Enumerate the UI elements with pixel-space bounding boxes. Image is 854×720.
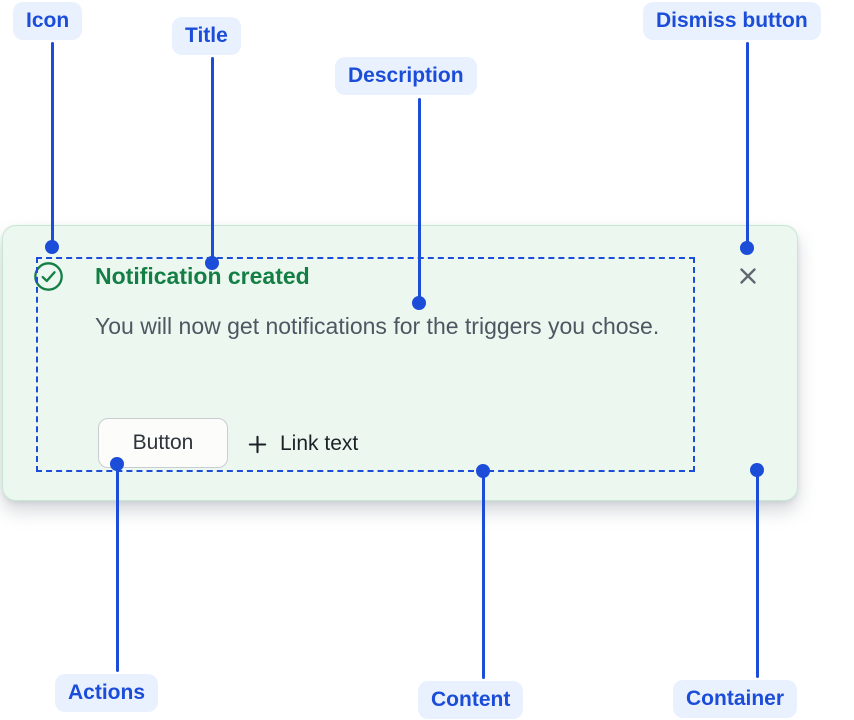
callout-dot-container <box>750 463 764 477</box>
callout-label-content: Content <box>418 681 524 719</box>
callout-line-description <box>417 98 421 303</box>
plus-icon <box>246 433 269 456</box>
dismiss-button[interactable] <box>731 259 765 293</box>
check-circle-icon <box>33 261 64 292</box>
callout-line-container <box>755 470 759 678</box>
callout-line-icon <box>50 42 54 247</box>
callout-line-title <box>210 57 214 263</box>
action-link[interactable]: Link text <box>246 430 358 458</box>
callout-line-content <box>481 471 485 679</box>
callout-line-actions <box>115 464 119 672</box>
callout-label-dismiss-button: Dismiss button <box>643 2 821 40</box>
callout-dot-icon <box>45 240 59 254</box>
callout-dot-content <box>476 464 490 478</box>
callout-line-dismiss <box>745 42 749 248</box>
callout-label-icon: Icon <box>13 2 83 40</box>
callout-label-container: Container <box>673 680 798 718</box>
callout-dot-description <box>412 296 426 310</box>
callout-label-title: Title <box>172 17 241 55</box>
notification-description: You will now get notifications for the t… <box>95 313 660 339</box>
notification-title: Notification created <box>95 263 310 289</box>
callout-dot-dismiss <box>740 241 754 255</box>
callout-dot-title <box>205 256 219 270</box>
callout-label-description: Description <box>335 57 477 95</box>
callout-dot-actions <box>110 457 124 471</box>
close-icon <box>734 262 762 290</box>
callout-label-actions: Actions <box>55 674 159 712</box>
action-link-label: Link text <box>280 432 359 455</box>
